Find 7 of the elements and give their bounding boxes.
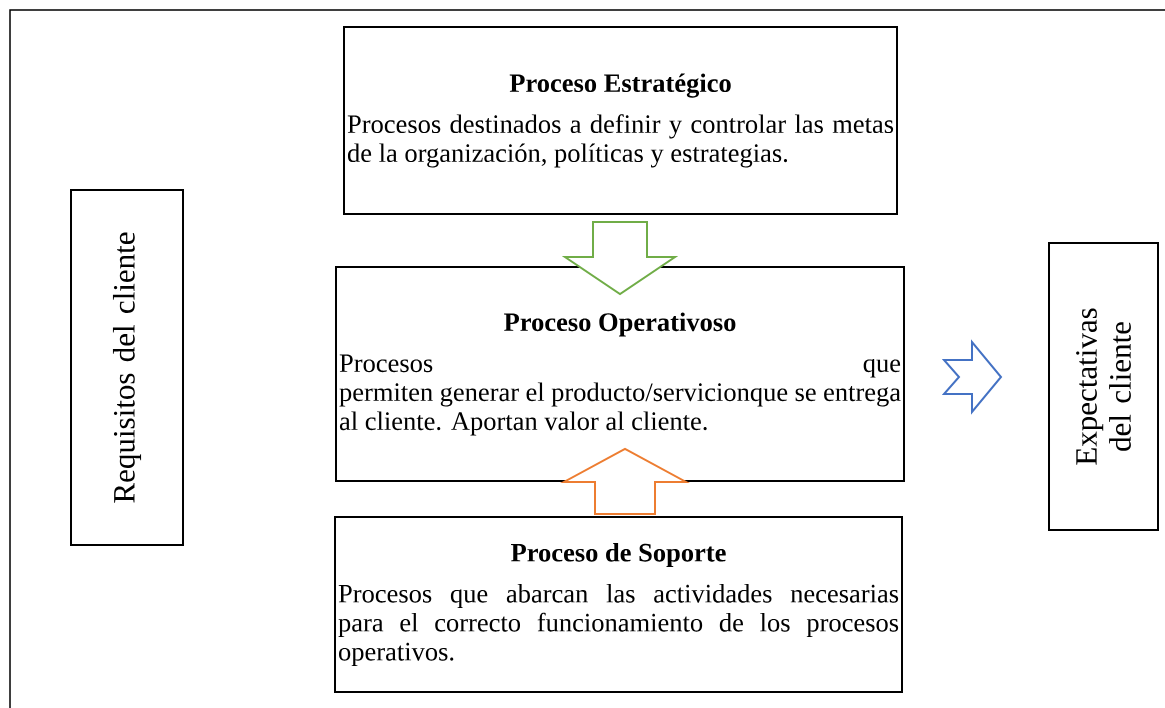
block-arrow: [561, 221, 679, 296]
process-box: Proceso Estratégico Procesos destinados a definir y controlar las metas de la organización, políticas y estrategias.: [343, 26, 898, 215]
process-box: Proceso de Soporte Procesos que abarcan las actividades necesarias para el correcto funcionamiento de los procesos operativos.: [334, 516, 903, 693]
block-arrow: [941, 339, 1003, 415]
rotated-text-box: Expectativas del cliente: [1048, 242, 1159, 531]
rotated-text-box: Requisitos del cliente: [70, 189, 184, 546]
block-arrow: [560, 447, 690, 515]
